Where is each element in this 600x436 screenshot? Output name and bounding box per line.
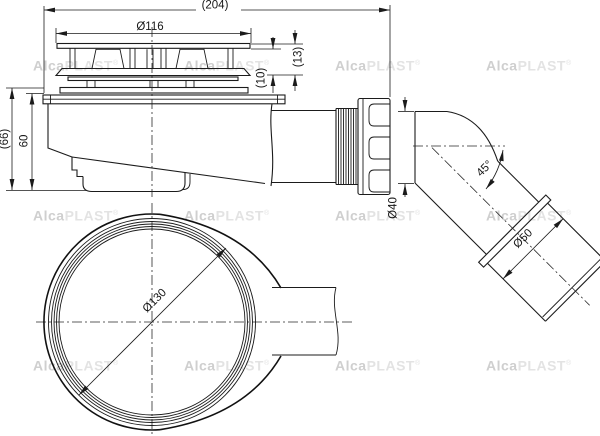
brand-watermark: AlcaPLAST® [33,207,119,224]
outlet-thread-and-nut [335,97,391,196]
dim-grate-diameter: Ø116 [55,21,252,43]
clamping-rings [48,218,256,426]
flange-outline-top-right [159,213,282,289]
brand-watermark: AlcaPLAST® [184,57,270,74]
brand-watermark: AlcaPLAST® [486,357,572,374]
dim-grate-height-label: (13) [293,47,305,68]
brand-watermark: AlcaPLAST® [335,57,421,74]
dim-grate-height: (13) (10) [251,30,305,93]
dim-flange-diameter: Ø130 [78,247,227,396]
dim-flange-diameter-label: Ø130 [141,287,169,315]
dim-elbow-angle: 45° [413,145,505,190]
flange-outline-bottom-right [159,355,282,431]
dim-heights-left: (66) 60 [0,87,87,191]
brand-watermark: AlcaPLAST® [335,207,421,224]
brand-watermark: AlcaPLAST® [33,57,119,74]
trap-body [47,103,336,193]
dim-overall-width: (204) [43,0,391,97]
dim-elbow-angle-label: 45° [474,158,495,179]
dim-outlet-diameter-label: Ø40 [388,197,400,219]
bottom-view: Ø130 [36,203,352,436]
flange-outline [43,213,161,431]
brand-watermark: AlcaPLAST® [486,57,572,74]
elbow-pipe-socket: Ø50 [414,147,600,322]
brand-watermark: AlcaPLAST® [184,207,270,224]
brand-watermark: AlcaPLAST® [335,357,421,374]
pipe-centerline [431,147,590,306]
dim-plate-height-label: (10) [256,68,268,89]
outlet-stub [272,286,339,356]
dim-overall-width-label: (204) [202,0,229,12]
dim-outlet-diameter: Ø40 [388,97,414,219]
flange [42,94,286,105]
dim-body-height-label: 60 [19,135,31,148]
dim-grate-diameter-label: Ø116 [136,21,163,33]
dim-total-height-label: (66) [0,129,11,150]
side-view: (204) Ø116 [0,0,600,322]
grate-assembly [54,42,252,94]
